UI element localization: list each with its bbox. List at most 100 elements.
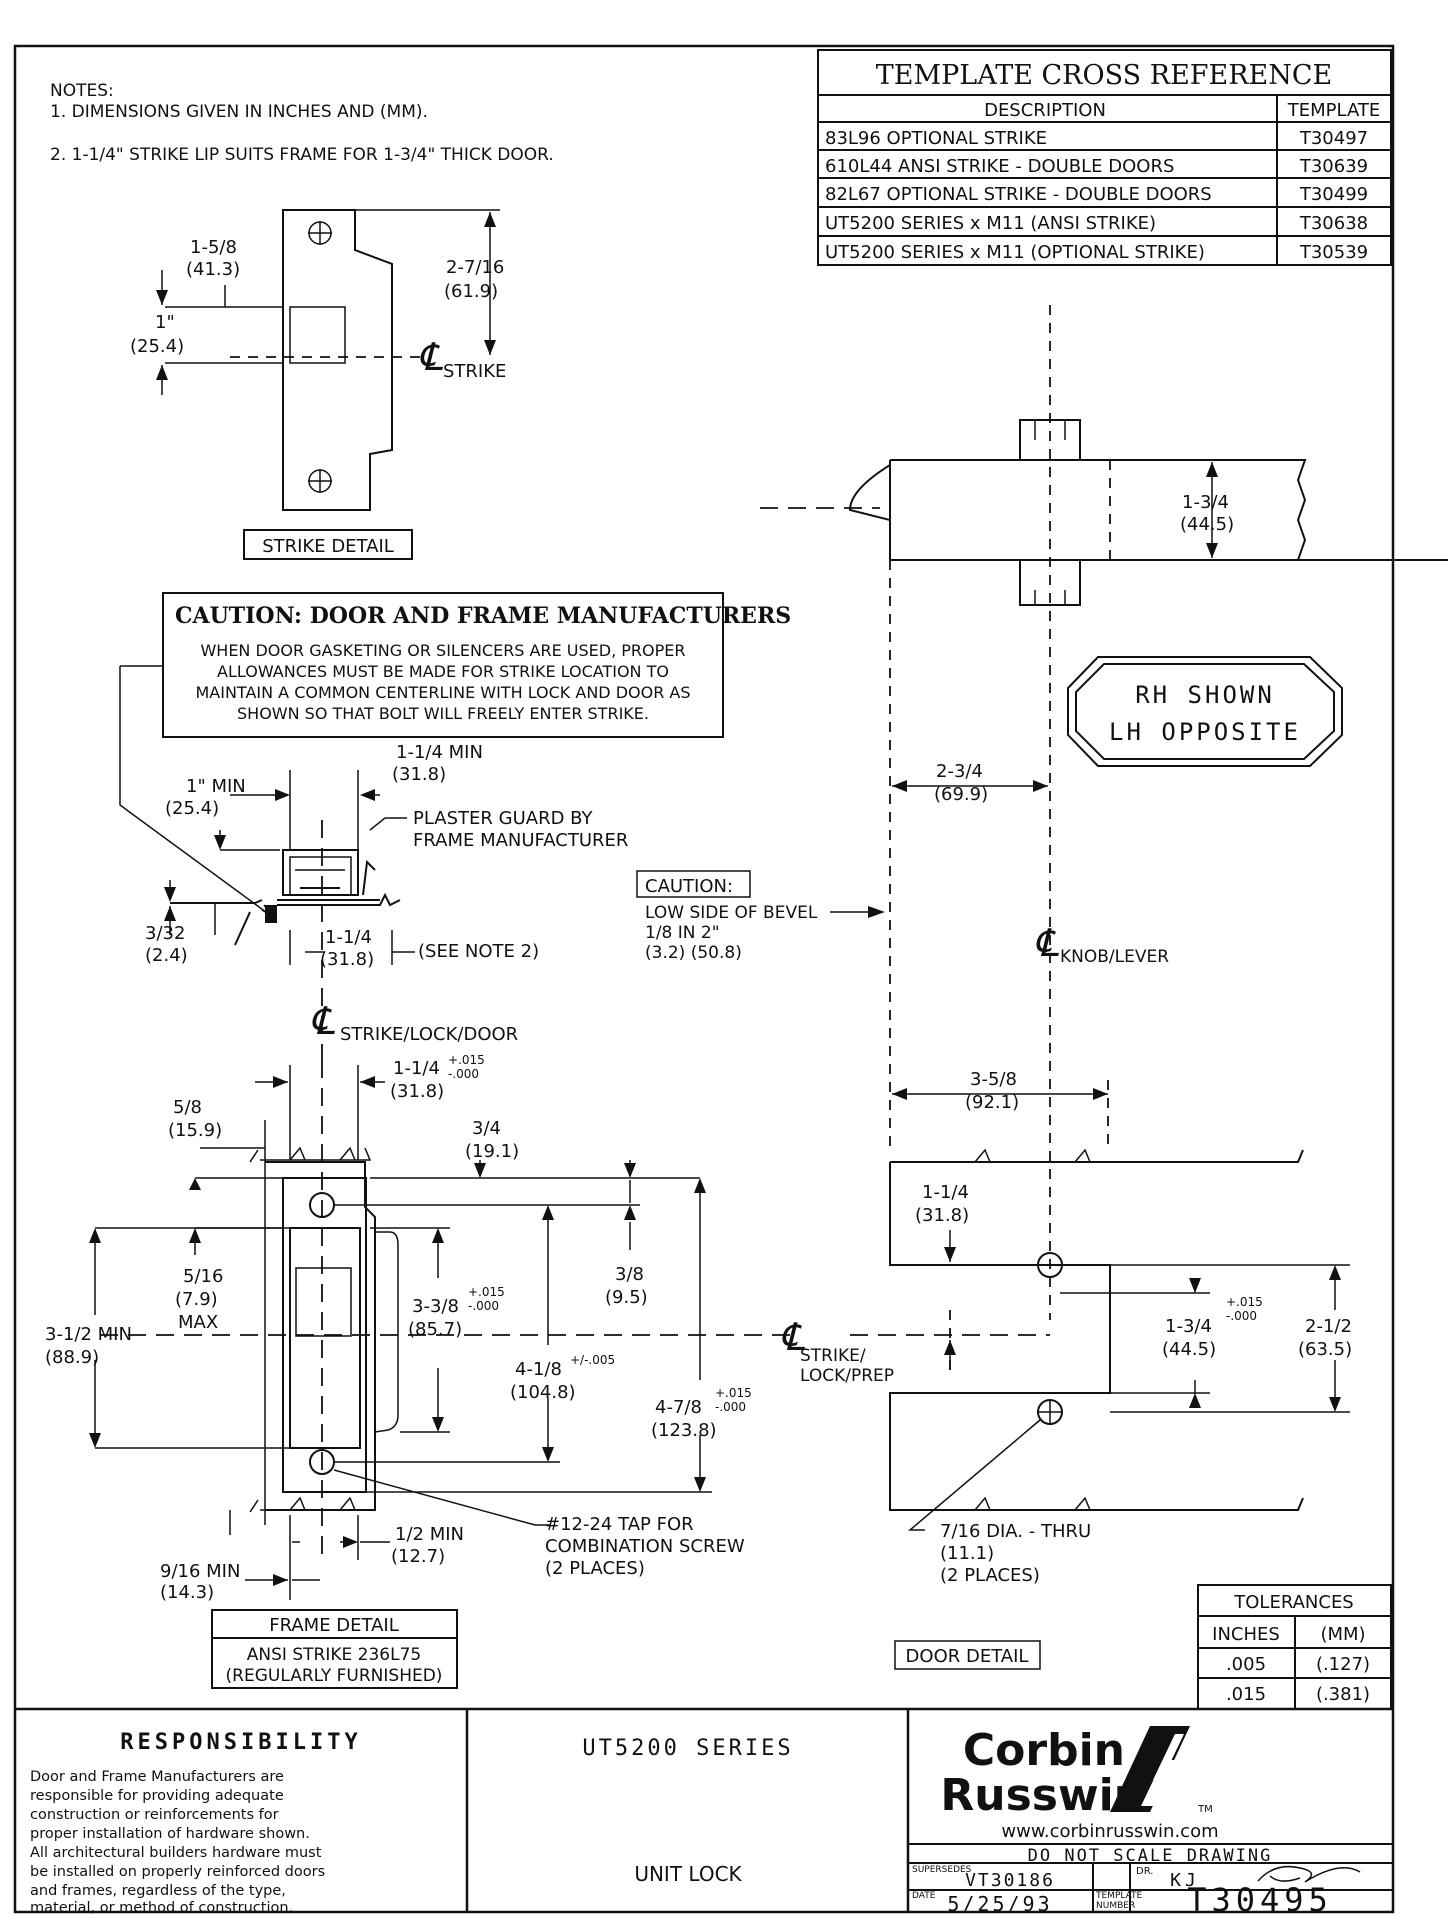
door-d134-tol-p: +.015: [1226, 1295, 1263, 1309]
tap-line-2: COMBINATION SCREW: [545, 1536, 745, 1557]
hand-line-1: RH SHOWN: [1135, 681, 1275, 709]
col-template: TEMPLATE: [1287, 100, 1380, 121]
xref-row-2-desc: 610L44 ANSI STRIKE - DOUBLE DOORS: [825, 156, 1174, 177]
notes: NOTES: 1. DIMENSIONS GIVEN IN INCHES AND…: [50, 81, 554, 165]
frame-max: MAX: [178, 1312, 218, 1333]
frame-d418: 4-1/8: [515, 1359, 562, 1380]
notes-title: NOTES:: [50, 81, 114, 101]
door-top-d-in: 1-3/4: [1182, 492, 1229, 513]
frame-d338-mm: (85.7): [408, 1319, 462, 1340]
frame-min916-mm: (14.3): [160, 1582, 214, 1603]
frame-d338-tm: -.000: [468, 1299, 499, 1313]
see-note-2: (SEE NOTE 2): [418, 941, 539, 962]
frame-d38-mm: (9.5): [605, 1287, 648, 1308]
logo-tm: TM: [1197, 1804, 1213, 1815]
xref-row-5-template: T30539: [1299, 242, 1368, 263]
min-1in-mm: (25.4): [165, 798, 219, 819]
door-top-view: 1-3/4 (44.5): [760, 305, 1448, 1320]
strike-d1-mm: (41.3): [186, 259, 240, 280]
note-1: 1. DIMENSIONS GIVEN IN INCHES AND (MM).: [50, 102, 428, 122]
bevel-line-2: 1/8 IN 2": [645, 923, 720, 943]
template-number: T30495: [1187, 1881, 1333, 1919]
min-114: 1-1/4 MIN: [396, 742, 483, 763]
strike-detail: 1-5/8 (41.3) 2-7/16 (61.9) 1" (25.4) ℄ S…: [130, 209, 506, 560]
frame-d312: 3-1/2 MIN: [45, 1324, 132, 1345]
caution-title: CAUTION: DOOR AND FRAME MANUFACTURERS: [175, 603, 791, 629]
dr-value: KJ: [1170, 1870, 1200, 1891]
knob-cl-symbol: ℄: [1034, 921, 1059, 965]
min-1in: 1" MIN: [186, 776, 246, 797]
xref-row-2-template: T30639: [1299, 156, 1368, 177]
d358-mm: (92.1): [965, 1092, 1019, 1113]
door-d114-mm: (31.8): [915, 1205, 969, 1226]
xref-row-3-desc: 82L67 OPTIONAL STRIKE - DOUBLE DOORS: [825, 184, 1212, 205]
strike-section: 1" MIN (25.4) 1-1/4 MIN (31.8) PLASTER G…: [119, 665, 628, 1060]
cross-reference-table: TEMPLATE CROSS REFERENCE DESCRIPTION TEM…: [817, 49, 1392, 266]
frame-d418-mm: (104.8): [510, 1382, 576, 1403]
frame-d478-mm: (123.8): [651, 1420, 717, 1441]
door-d134: 1-3/4: [1165, 1316, 1212, 1337]
caution-line-4: SHOWN SO THAT BOLT WILL FREELY ENTER STR…: [237, 704, 649, 723]
frame-min916: 9/16 MIN: [160, 1561, 240, 1582]
frame-detail-label: FRAME DETAIL: [269, 1615, 399, 1636]
resp-line-7: and frames, regardless of the type,: [30, 1883, 286, 1899]
hand-badge: RH SHOWN LH OPPOSITE: [1067, 656, 1343, 767]
date-value: 5/25/93: [947, 1892, 1052, 1916]
frame-cl-label: STRIKE/LOCK/DOOR: [340, 1024, 518, 1045]
frame-detail-sub-1: ANSI STRIKE 236L75: [247, 1645, 421, 1665]
knob-cl-label: KNOB/LEVER: [1060, 947, 1169, 967]
frame-w114-tp: +.015: [448, 1053, 485, 1067]
website: www.corbinrusswin.com: [1001, 1821, 1218, 1842]
frame-d516: 5/16: [183, 1266, 223, 1287]
frame-d478-tm: -.000: [715, 1400, 746, 1414]
door-top-d-mm: (44.5): [1180, 514, 1234, 535]
tolerances-title: TOLERANCES: [1233, 1592, 1354, 1613]
resp-line-4: proper installation of hardware shown.: [30, 1826, 310, 1842]
d332-mm: (2.4): [145, 945, 188, 966]
resp-line-3: construction or reinforcements for: [30, 1807, 279, 1823]
supersedes-value: VT30186: [965, 1870, 1055, 1891]
frame-d478-tp: +.015: [715, 1386, 752, 1400]
backset-in: 2-3/4: [936, 761, 983, 782]
template-number-label-1: TEMPLATE: [1095, 1891, 1143, 1901]
lip-114-mm: (31.8): [320, 949, 374, 970]
tol-col-mm: (MM): [1320, 1624, 1365, 1645]
frame-d312-mm: (88.9): [45, 1347, 99, 1368]
xref-row-1-template: T30497: [1299, 128, 1368, 149]
dr-label: DR.: [1136, 1866, 1153, 1877]
corbin-russwin-logo: Corbin Russwin TM www.corbinrusswin.com: [940, 1725, 1218, 1842]
frame-d34: 3/4: [472, 1118, 501, 1139]
frame-detail: ℄ STRIKE/LOCK/DOOR 1-1/4 +.015 -.000 (31…: [45, 999, 1050, 1689]
xref-row-4-template: T30638: [1299, 213, 1368, 234]
frame-w114: 1-1/4: [393, 1058, 440, 1079]
tap-line-3: (2 PLACES): [545, 1558, 645, 1579]
approval-signature: [1257, 1865, 1361, 1883]
strike-cl-label: STRIKE: [443, 361, 506, 382]
frame-d516-mm: (7.9): [175, 1289, 218, 1310]
resp-line-2: responsible for providing adequate: [30, 1788, 284, 1804]
frame-d478: 4-7/8: [655, 1397, 702, 1418]
plaster-guard-2: FRAME MANUFACTURER: [413, 830, 628, 851]
product-name: UNIT LOCK: [634, 1862, 742, 1886]
tol-r1-in: .005: [1226, 1654, 1266, 1675]
note-2: 2. 1-1/4" STRIKE LIP SUITS FRAME FOR 1-3…: [50, 145, 554, 165]
frame-cl-symbol: ℄: [310, 999, 335, 1043]
frame-min12-mm: (12.7): [391, 1546, 445, 1567]
strike-d3-mm: (25.4): [130, 336, 184, 357]
hand-line-2: LH OPPOSITE: [1109, 718, 1301, 746]
hole-line-2: (11.1): [940, 1543, 994, 1564]
xref-row-4-desc: UT5200 SERIES x M11 (ANSI STRIKE): [825, 213, 1156, 234]
caution-line-1: WHEN DOOR GASKETING OR SILENCERS ARE USE…: [200, 641, 685, 660]
drawing-border: [13, 44, 1395, 1914]
logo-stripes-icon: [1110, 1726, 1190, 1812]
min-114-mm: (31.8): [392, 764, 446, 785]
door-d114: 1-1/4: [922, 1182, 969, 1203]
frame-d58-mm: (15.9): [168, 1120, 222, 1141]
do-not-scale: DO NOT SCALE DRAWING: [1028, 1846, 1273, 1866]
tol-col-inches: INCHES: [1212, 1624, 1280, 1645]
template-number-label-2: NUMBER: [1096, 1901, 1135, 1911]
caution-line-3: MAINTAIN A COMMON CENTERLINE WITH LOCK A…: [195, 683, 690, 702]
caution-line-2: ALLOWANCES MUST BE MADE FOR STRIKE LOCAT…: [217, 662, 669, 681]
door-d212-mm: (63.5): [1298, 1339, 1352, 1360]
